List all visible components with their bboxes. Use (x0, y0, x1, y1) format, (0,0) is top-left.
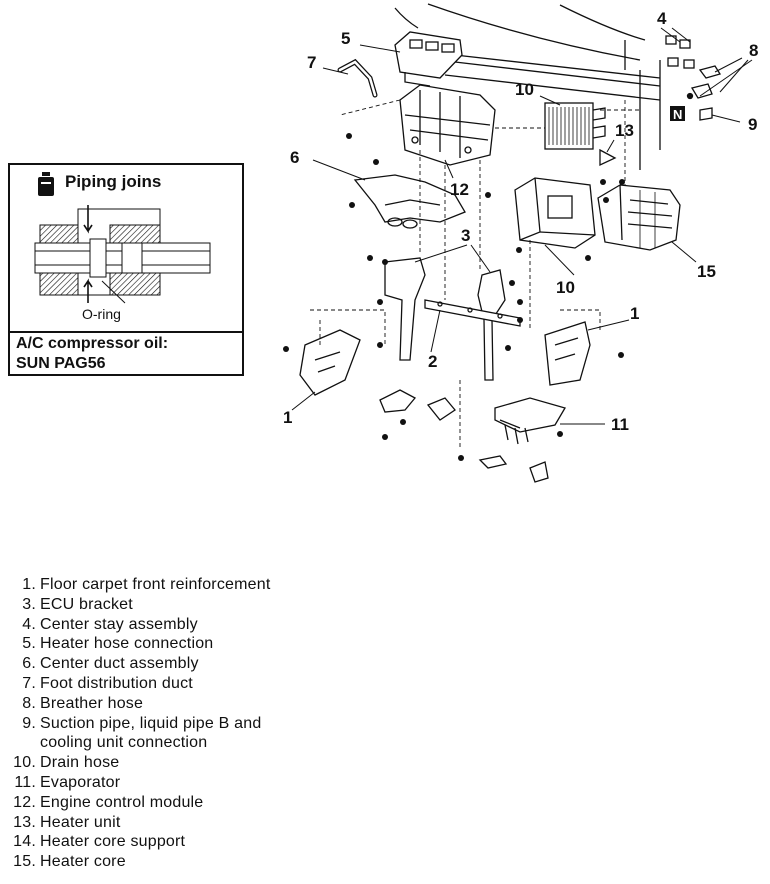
part-2-cross-bar (424, 299, 521, 327)
legend-text: Floor carpet front reinforcement (40, 576, 271, 593)
piping-joins-note: Piping joins O-ring A/C compressor oil: … (8, 163, 244, 376)
legend-num: 11. (14, 773, 36, 791)
part-15-heater-core (597, 184, 681, 251)
part-10-unit (514, 177, 596, 249)
callout-15: 15 (697, 262, 716, 281)
legend-item: 1.Floor carpet front reinforcement (8, 575, 340, 595)
part-7-foot-duct (337, 58, 378, 98)
parts-4-8-9-fittings (665, 35, 722, 121)
legend-item: 5.Heater hose connection (8, 634, 340, 654)
part-5-heater-hose-connection (394, 31, 463, 87)
legend-text: Drain hose (40, 754, 120, 772)
legend-text: Foot distribution duct (40, 674, 193, 692)
legend-num: 9. (22, 714, 36, 732)
callout-4: 4 (657, 9, 667, 28)
legend-num: 7. (22, 674, 36, 692)
legend-num (8, 733, 40, 753)
exploded-parts-diagram: 5 7 4 8 9 10 13 6 12 3 15 10 1 2 1 11 N (283, 3, 758, 483)
legend-item: 12.Engine control module (8, 793, 340, 813)
parts-legend: 1.Floor carpet front reinforcement 3.ECU… (8, 575, 340, 872)
legend-text: Suction pipe, liquid pipe B and (40, 714, 262, 732)
legend-num: 13. (13, 813, 36, 831)
part-1-left (299, 329, 361, 396)
legend-num: 6. (22, 655, 36, 673)
callout-14: 10 (515, 80, 534, 99)
callout-6: 6 (290, 148, 299, 167)
legend-text: Center duct assembly (40, 655, 199, 673)
legend-item: 10.Drain hose (8, 753, 340, 773)
legend-num: 14. (13, 833, 36, 851)
callout-10: 10 (556, 278, 575, 297)
legend-item: 9.Suction pipe, liquid pipe B and (8, 714, 340, 734)
callout-12: 12 (450, 180, 469, 199)
legend-text: Breather hose (40, 694, 144, 712)
legend-num: 1. (22, 576, 36, 593)
oring-label: O-ring (82, 306, 121, 322)
legend-text: Center stay assembly (40, 615, 198, 633)
legend-num: 12. (13, 793, 36, 811)
legend-item: 7.Foot distribution duct (8, 674, 340, 694)
legend-num: 10. (13, 754, 36, 772)
legend-item: 15.Heater core (8, 852, 340, 872)
n-marker-label: N (673, 107, 682, 122)
legend-item: cooling unit connection (8, 733, 340, 753)
callout-2: 2 (428, 352, 437, 371)
callout-5: 5 (341, 29, 350, 48)
legend-text: Heater unit (40, 813, 121, 831)
n-marker-box (670, 106, 685, 121)
callout-7: 7 (307, 53, 316, 72)
legend-num: 3. (22, 595, 36, 613)
legend-item: 8.Breather hose (8, 694, 340, 714)
callout-9: 9 (748, 115, 757, 134)
callout-3: 3 (461, 226, 470, 245)
callout-11: 11 (611, 415, 629, 434)
legend-text: Evaporator (40, 773, 121, 791)
legend-item: 14.Heater core support (8, 832, 340, 852)
legend-item: 13.Heater unit (8, 813, 340, 833)
callout-13: 13 (615, 121, 634, 140)
legend-text: Engine control module (40, 793, 204, 811)
compressor-oil-label: A/C compressor oil: (16, 335, 169, 352)
legend-num: 15. (13, 853, 36, 871)
legend-text: ECU bracket (40, 595, 133, 613)
note-divider (10, 331, 242, 333)
legend-num: 8. (22, 694, 36, 712)
legend-num: 5. (22, 635, 36, 653)
note-title: Piping joins (65, 172, 162, 191)
legend-item: 6.Center duct assembly (8, 654, 340, 674)
legend-text: Heater hose connection (40, 635, 214, 653)
oil-can-icon (38, 172, 54, 196)
legend-text: Heater core (40, 853, 126, 871)
part-14-heater-core-support (544, 102, 606, 150)
legend-text: Heater core support (40, 833, 186, 851)
part-1-right (544, 321, 591, 386)
callout-1-right: 1 (630, 304, 639, 323)
legend-item: 11.Evaporator (8, 773, 340, 793)
part-3-ecu-bracket (384, 257, 506, 381)
legend-num: 4. (22, 615, 36, 633)
legend-item: 3.ECU bracket (8, 595, 340, 615)
part-11-evaporator (494, 397, 566, 445)
part-12-module (399, 84, 496, 166)
part-6-center-duct (353, 174, 466, 229)
compressor-oil-value: SUN PAG56 (16, 355, 106, 372)
callout-1-left: 1 (283, 408, 292, 427)
pipe-joint-illustration (34, 205, 211, 304)
legend-item: 4.Center stay assembly (8, 615, 340, 635)
legend-text: cooling unit connection (40, 734, 208, 752)
callout-8: 8 (749, 41, 758, 60)
